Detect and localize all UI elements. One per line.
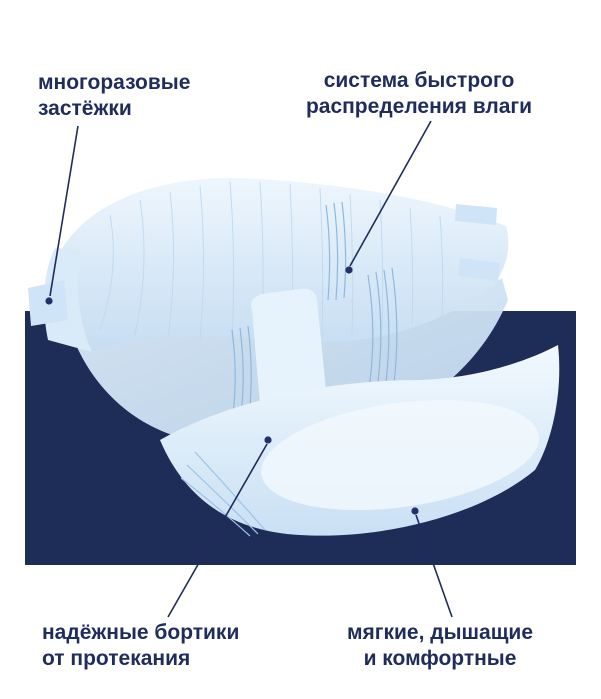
callout-dot-top-left (45, 297, 53, 305)
label-soft-breathable: мягкие, дышащие и комфортные (346, 621, 534, 671)
callout-dot-bottom-right (411, 507, 419, 515)
callout-dot-bottom-left (264, 436, 272, 444)
front-ruffles (180, 451, 266, 537)
callout-line-top-left (49, 125, 79, 297)
label-moisture-distribution: система быстрого распределения влаги (305, 69, 533, 119)
label-reusable-fasteners: многоразовые застёжки (38, 71, 191, 121)
callout-line-bottom-left (167, 443, 268, 618)
diaper-front-panel (160, 345, 560, 537)
callout-line-bottom-right (415, 514, 453, 618)
callout-line-top-right (349, 120, 432, 267)
diaper-right-tabs (455, 204, 500, 281)
back-panel-stripes (99, 181, 444, 343)
callout-dot-top-right (345, 266, 353, 274)
callout-lines (49, 120, 453, 618)
label-leak-barriers: надёжные бортики от протекания (42, 621, 240, 671)
callout-dots (45, 266, 419, 515)
